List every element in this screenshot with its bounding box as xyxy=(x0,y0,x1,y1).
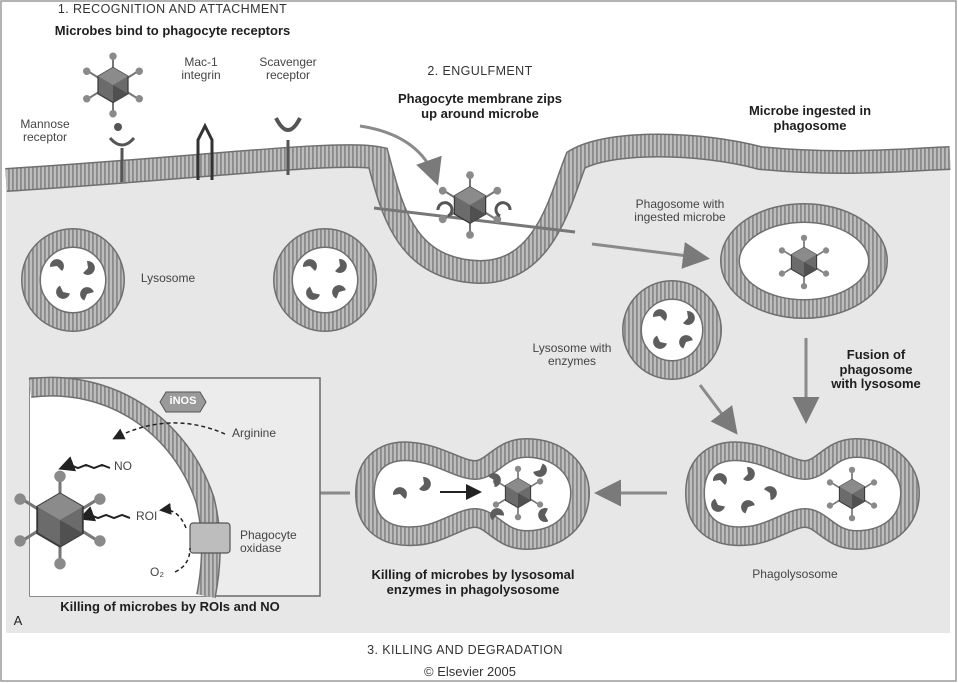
killing-inset xyxy=(12,376,321,598)
phagolysosome xyxy=(684,437,921,551)
arrow-to-engulfment xyxy=(359,124,442,186)
zip-heading: Phagocyte membrane zips up around microb… xyxy=(398,91,562,121)
microbe-engulfing xyxy=(373,170,576,240)
lysosome-enzymes-label: Lysosome with enzymes xyxy=(532,341,612,369)
ingested-heading: Microbe ingested in phagosome xyxy=(748,103,872,133)
fusion-heading: Fusion of phagosome with lysosome xyxy=(831,347,921,392)
phagosome xyxy=(720,203,888,319)
scavenger-receptor xyxy=(274,117,302,175)
phagolysosome-killing xyxy=(354,437,591,551)
killing-roi-heading: Killing of microbes by ROIs and NO xyxy=(60,599,280,614)
microbe-attaching xyxy=(82,51,144,131)
copyright: © Elsevier 2005 xyxy=(424,664,516,679)
bind-heading: Microbes bind to phagocyte receptors xyxy=(54,23,291,38)
phagocyte-oxidase-label: Phagocyte oxidase xyxy=(240,528,297,556)
step1-heading: 1. RECOGNITION AND ATTACHMENT xyxy=(57,2,288,16)
no-label: NO xyxy=(114,459,132,473)
phagosome-ingested-label: Phagosome with ingested microbe xyxy=(634,197,726,225)
step2-heading: 2. ENGULFMENT xyxy=(427,64,533,78)
lysosome-with-enzymes xyxy=(622,280,722,380)
roi-label: ROI xyxy=(136,509,158,523)
panel-letter: A xyxy=(13,613,23,628)
o2-label: O₂ xyxy=(150,565,164,579)
phagolysosome-label: Phagolysosome xyxy=(752,567,838,581)
mac1-label: Mac-1 integrin xyxy=(181,55,221,83)
killing-lysosomal-heading: Killing of microbes by lysosomal enzymes… xyxy=(371,567,575,597)
mannose-label: Mannose receptor xyxy=(20,117,70,145)
lysosome-left xyxy=(21,228,125,332)
mannose-receptor xyxy=(108,136,136,182)
lysosome-label: Lysosome xyxy=(140,271,196,285)
inos-label: iNOS xyxy=(169,395,197,407)
arginine-label: Arginine xyxy=(232,426,277,440)
step3-heading: 3. KILLING AND DEGRADATION xyxy=(367,643,563,657)
mac1-integrin xyxy=(196,122,214,180)
scavenger-label: Scavenger receptor xyxy=(259,55,317,83)
lysosome-mid xyxy=(273,228,377,332)
